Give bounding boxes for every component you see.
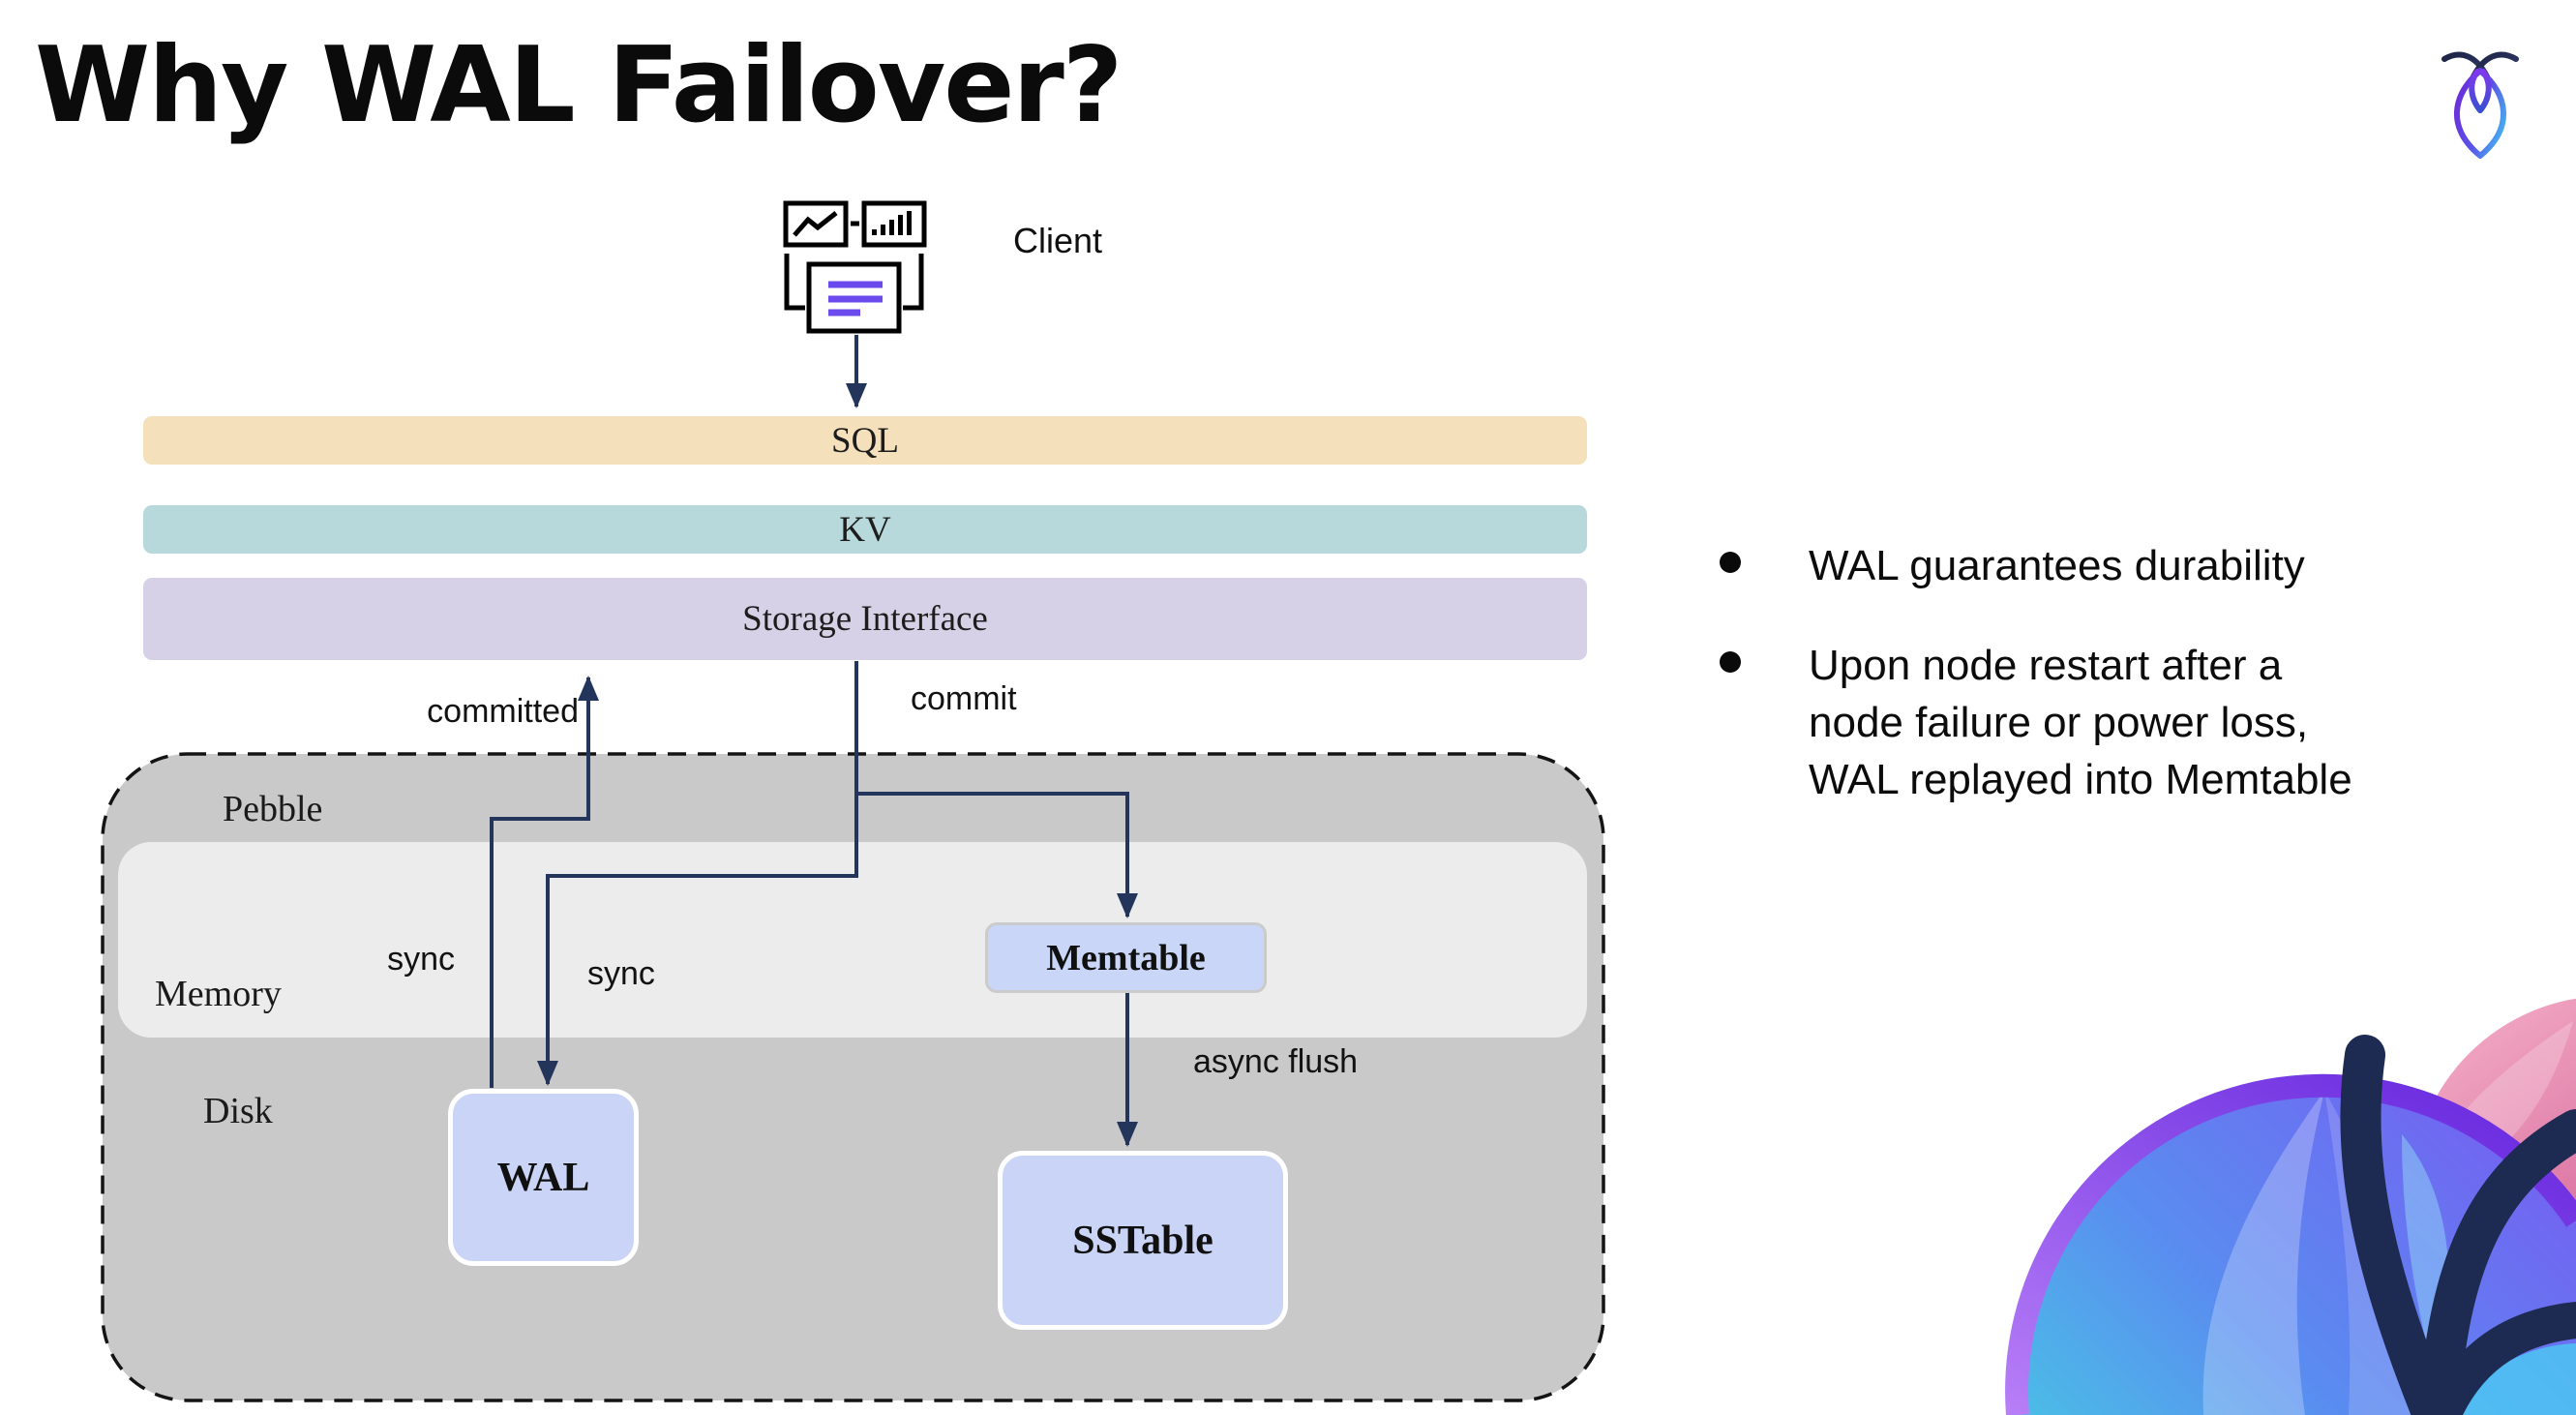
bullet-text: Upon node restart after a node failure o… bbox=[1809, 641, 2352, 803]
memory-region-box bbox=[118, 842, 1587, 1038]
page-title: Why WAL Failover? bbox=[35, 25, 1123, 146]
wal-node-label: WAL bbox=[496, 1155, 590, 1200]
edge-label-sync-right: sync bbox=[587, 955, 655, 992]
commit-sync-to-wal-arrow bbox=[537, 661, 858, 1086]
client-label: Client bbox=[1013, 221, 1103, 260]
layer-bar-kv-label: KV bbox=[839, 509, 891, 550]
bullet-list: WAL guarantees durability Upon node rest… bbox=[1708, 538, 2540, 852]
layer-bar-kv: KV bbox=[143, 505, 1587, 554]
sstable-node-label: SSTable bbox=[1072, 1218, 1213, 1263]
disk-label: Disk bbox=[203, 1091, 273, 1131]
wal-node: WAL bbox=[448, 1089, 639, 1266]
layer-bar-storage-interface: Storage Interface bbox=[143, 578, 1587, 660]
layer-bar-sql-label: SQL bbox=[831, 420, 899, 461]
memtable-node: Memtable bbox=[985, 922, 1267, 993]
memtable-node-label: Memtable bbox=[1046, 937, 1206, 978]
edge-label-sync-left: sync bbox=[387, 941, 455, 978]
bullet-dot-icon bbox=[1720, 650, 1741, 673]
wal-committed-arrow bbox=[490, 676, 599, 1088]
diagram-arrows bbox=[490, 335, 1138, 1147]
memory-label: Memory bbox=[155, 974, 282, 1014]
list-item: WAL guarantees durability bbox=[1708, 538, 2540, 595]
layer-bar-sql: SQL bbox=[143, 416, 1587, 465]
edge-label-committed: committed bbox=[427, 693, 579, 730]
list-item: Upon node restart after a node failure o… bbox=[1708, 638, 2540, 809]
bullet-dot-icon bbox=[1720, 552, 1741, 573]
edge-label-commit: commit bbox=[911, 680, 1017, 717]
sstable-node: SSTable bbox=[998, 1151, 1288, 1330]
layer-bar-storage-interface-label: Storage Interface bbox=[742, 599, 988, 639]
cockroachdb-logo-icon bbox=[2441, 51, 2519, 159]
commit-to-memtable-arrow bbox=[856, 792, 1138, 918]
bullet-text: WAL guarantees durability bbox=[1809, 542, 2305, 589]
pebble-label: Pebble bbox=[223, 789, 323, 829]
edge-label-async-flush: async flush bbox=[1193, 1043, 1359, 1080]
corner-gradient-art bbox=[2005, 998, 2576, 1415]
client-devices-icon bbox=[783, 200, 927, 334]
